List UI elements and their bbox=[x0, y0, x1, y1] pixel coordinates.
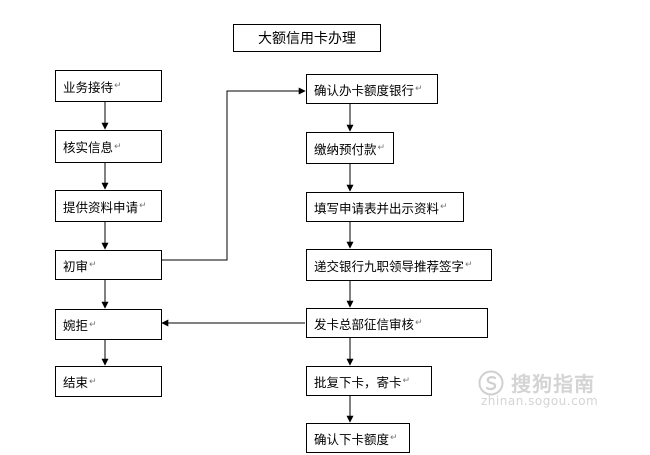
step-confirm-bank-label: 确认办卡额度银行 bbox=[314, 82, 415, 98]
return-mark: ↵ bbox=[465, 260, 473, 270]
return-mark: ↵ bbox=[89, 376, 97, 387]
watermark-name: 搜狗指南 bbox=[511, 372, 596, 396]
step-end: 结束↵ bbox=[55, 366, 162, 397]
return-mark: ↵ bbox=[377, 143, 386, 153]
step-initial-review-label: 初审 bbox=[63, 258, 89, 274]
step-reception: 业务接待↵ bbox=[55, 70, 162, 102]
chart-title: 大额信用卡办理 bbox=[233, 24, 381, 52]
return-mark: ↵ bbox=[415, 84, 423, 94]
return-mark: ↵ bbox=[114, 81, 122, 91]
step-decline: 婉拒↵ bbox=[55, 309, 162, 340]
return-mark: ↵ bbox=[390, 433, 398, 443]
step-leader-signature: 递交银行九职领导推荐签字↵ bbox=[306, 249, 492, 281]
return-mark: ↵ bbox=[114, 141, 122, 152]
return-mark: ↵ bbox=[89, 319, 97, 330]
step-approve-mail-label: 批复下卡，寄卡 bbox=[314, 374, 402, 390]
step-prepayment-label: 缴纳预付款 bbox=[314, 141, 377, 157]
step-decline-label: 婉拒 bbox=[63, 318, 89, 333]
step-confirm-limit: 确认下卡额度↵ bbox=[306, 423, 410, 453]
step-confirm-bank: 确认办卡额度银行↵ bbox=[306, 74, 438, 104]
step-reception-label: 业务接待 bbox=[63, 79, 114, 95]
step-initial-review: 初审↵ bbox=[55, 250, 162, 280]
step-submit-materials: 提供资料申请↵ bbox=[55, 190, 162, 222]
step-hq-credit-review: 发卡总部征信审核↵ bbox=[306, 308, 488, 338]
step-submit-materials-label: 提供资料申请 bbox=[63, 199, 139, 215]
return-mark: ↵ bbox=[415, 318, 423, 328]
watermark: 搜狗指南 zhinan.sogou.com bbox=[478, 368, 598, 408]
step-end-label: 结束 bbox=[63, 375, 89, 390]
return-mark: ↵ bbox=[89, 260, 97, 270]
step-prepayment: 缴纳预付款↵ bbox=[306, 132, 394, 164]
step-leader-signature-label: 递交银行九职领导推荐签字 bbox=[314, 258, 465, 274]
watermark-url: zhinan.sogou.com bbox=[481, 394, 599, 408]
step-hq-credit-review-label: 发卡总部征信审核 bbox=[314, 316, 415, 332]
step-fill-form-label: 填写申请表并出示资料 bbox=[314, 200, 440, 216]
step-verify-info: 核实信息↵ bbox=[55, 130, 162, 163]
return-mark: ↵ bbox=[440, 202, 448, 212]
arrow-initial-to-confirm-bank bbox=[162, 87, 306, 261]
sogou-logo-icon bbox=[478, 370, 504, 395]
step-confirm-limit-label: 确认下卡额度 bbox=[314, 431, 390, 447]
step-verify-info-label: 核实信息 bbox=[63, 140, 114, 155]
return-mark: ↵ bbox=[402, 376, 411, 386]
return-mark: ↵ bbox=[139, 201, 147, 211]
step-approve-mail: 批复下卡，寄卡↵ bbox=[306, 366, 432, 396]
chart-title-text: 大额信用卡办理 bbox=[258, 31, 356, 47]
step-fill-form: 填写申请表并出示资料↵ bbox=[306, 192, 464, 222]
